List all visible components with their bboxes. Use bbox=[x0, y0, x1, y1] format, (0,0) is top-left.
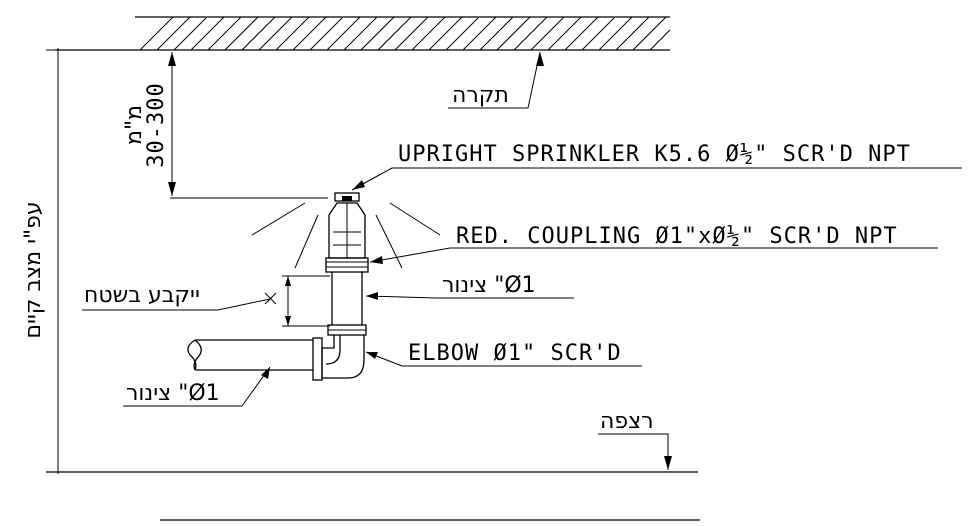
floor-label: רצפה bbox=[600, 409, 654, 434]
hatch-line bbox=[530, 16, 565, 51]
coupling-label: RED. COUPLING Ø1"xØ½" SCR'D NPT bbox=[456, 224, 898, 249]
hatch-line bbox=[190, 16, 225, 51]
sprinkler-callout: UPRIGHT SPRINKLER K5.6 Ø½" SCR'D NPT bbox=[351, 142, 962, 191]
ceiling-slab bbox=[55, 16, 671, 51]
hatch-line bbox=[462, 16, 497, 51]
hatch-line bbox=[581, 16, 616, 51]
hatch-line bbox=[258, 16, 293, 51]
hatch-line bbox=[292, 16, 327, 51]
hatch-line bbox=[224, 16, 259, 51]
coupling-callout: RED. COUPLING Ø1"xØ½" SCR'D NPT bbox=[369, 224, 938, 264]
hatch-line bbox=[139, 16, 174, 51]
hatch-line bbox=[564, 16, 599, 51]
horizontal-pipe-callout: צינור "Ø1 bbox=[123, 366, 271, 407]
elbow-callout: ELBOW Ø1" SCR'D bbox=[365, 341, 642, 367]
hatch-line bbox=[394, 16, 429, 51]
floor-line: רצפה bbox=[46, 409, 698, 473]
hatch-line bbox=[411, 16, 446, 51]
elbow-fitting bbox=[312, 335, 365, 381]
sprinkler-head bbox=[251, 192, 441, 269]
hatch-line bbox=[615, 16, 650, 51]
hatch-line bbox=[360, 16, 395, 51]
field-dimension: ייקבע בשטח bbox=[82, 275, 330, 327]
hatch-line bbox=[326, 16, 361, 51]
hatch-line bbox=[207, 16, 242, 51]
field-fix-label: ייקבע בשטח bbox=[84, 283, 200, 308]
hatch-line bbox=[445, 16, 480, 51]
hatch-line bbox=[173, 16, 208, 51]
vertical-pipe-label: צינור "Ø1 bbox=[442, 273, 536, 298]
ceiling-label: תקרה bbox=[452, 83, 509, 108]
sprinkler-label: UPRIGHT SPRINKLER K5.6 Ø½" SCR'D NPT bbox=[398, 142, 911, 167]
ceiling-callout: תקרה bbox=[448, 51, 544, 109]
hatch-line bbox=[343, 16, 378, 51]
clearance-range-label: 30-300 bbox=[144, 82, 169, 167]
horizontal-pipe bbox=[187, 339, 313, 371]
existing-condition-label: עפ"י מצב קיים bbox=[21, 201, 46, 338]
hatch-line bbox=[241, 16, 276, 51]
height-dimension: עפ"י מצב קיים bbox=[21, 48, 70, 474]
hatch-line bbox=[156, 16, 191, 51]
vertical-pipe bbox=[327, 272, 367, 336]
clearance-dimension: 30-300 מ"מ bbox=[122, 52, 328, 199]
hatch-line bbox=[632, 16, 667, 51]
clearance-unit-label: מ"מ bbox=[122, 105, 147, 145]
hatch-line bbox=[649, 29, 671, 51]
hatch-line bbox=[428, 16, 463, 51]
vertical-pipe-callout: צינור "Ø1 bbox=[365, 273, 574, 300]
elbow-label: ELBOW Ø1" SCR'D bbox=[408, 341, 622, 366]
hatch-line bbox=[496, 16, 531, 51]
hatch-line bbox=[275, 16, 310, 51]
hatch-line bbox=[377, 16, 412, 51]
hatch-line bbox=[547, 16, 582, 51]
horizontal-pipe-label: צינור "Ø1 bbox=[126, 381, 220, 406]
hatch-line bbox=[513, 16, 548, 51]
reducing-coupling bbox=[325, 257, 369, 273]
hatch-line bbox=[479, 16, 514, 51]
hatch-line bbox=[598, 16, 633, 51]
hatch-line bbox=[309, 16, 344, 51]
